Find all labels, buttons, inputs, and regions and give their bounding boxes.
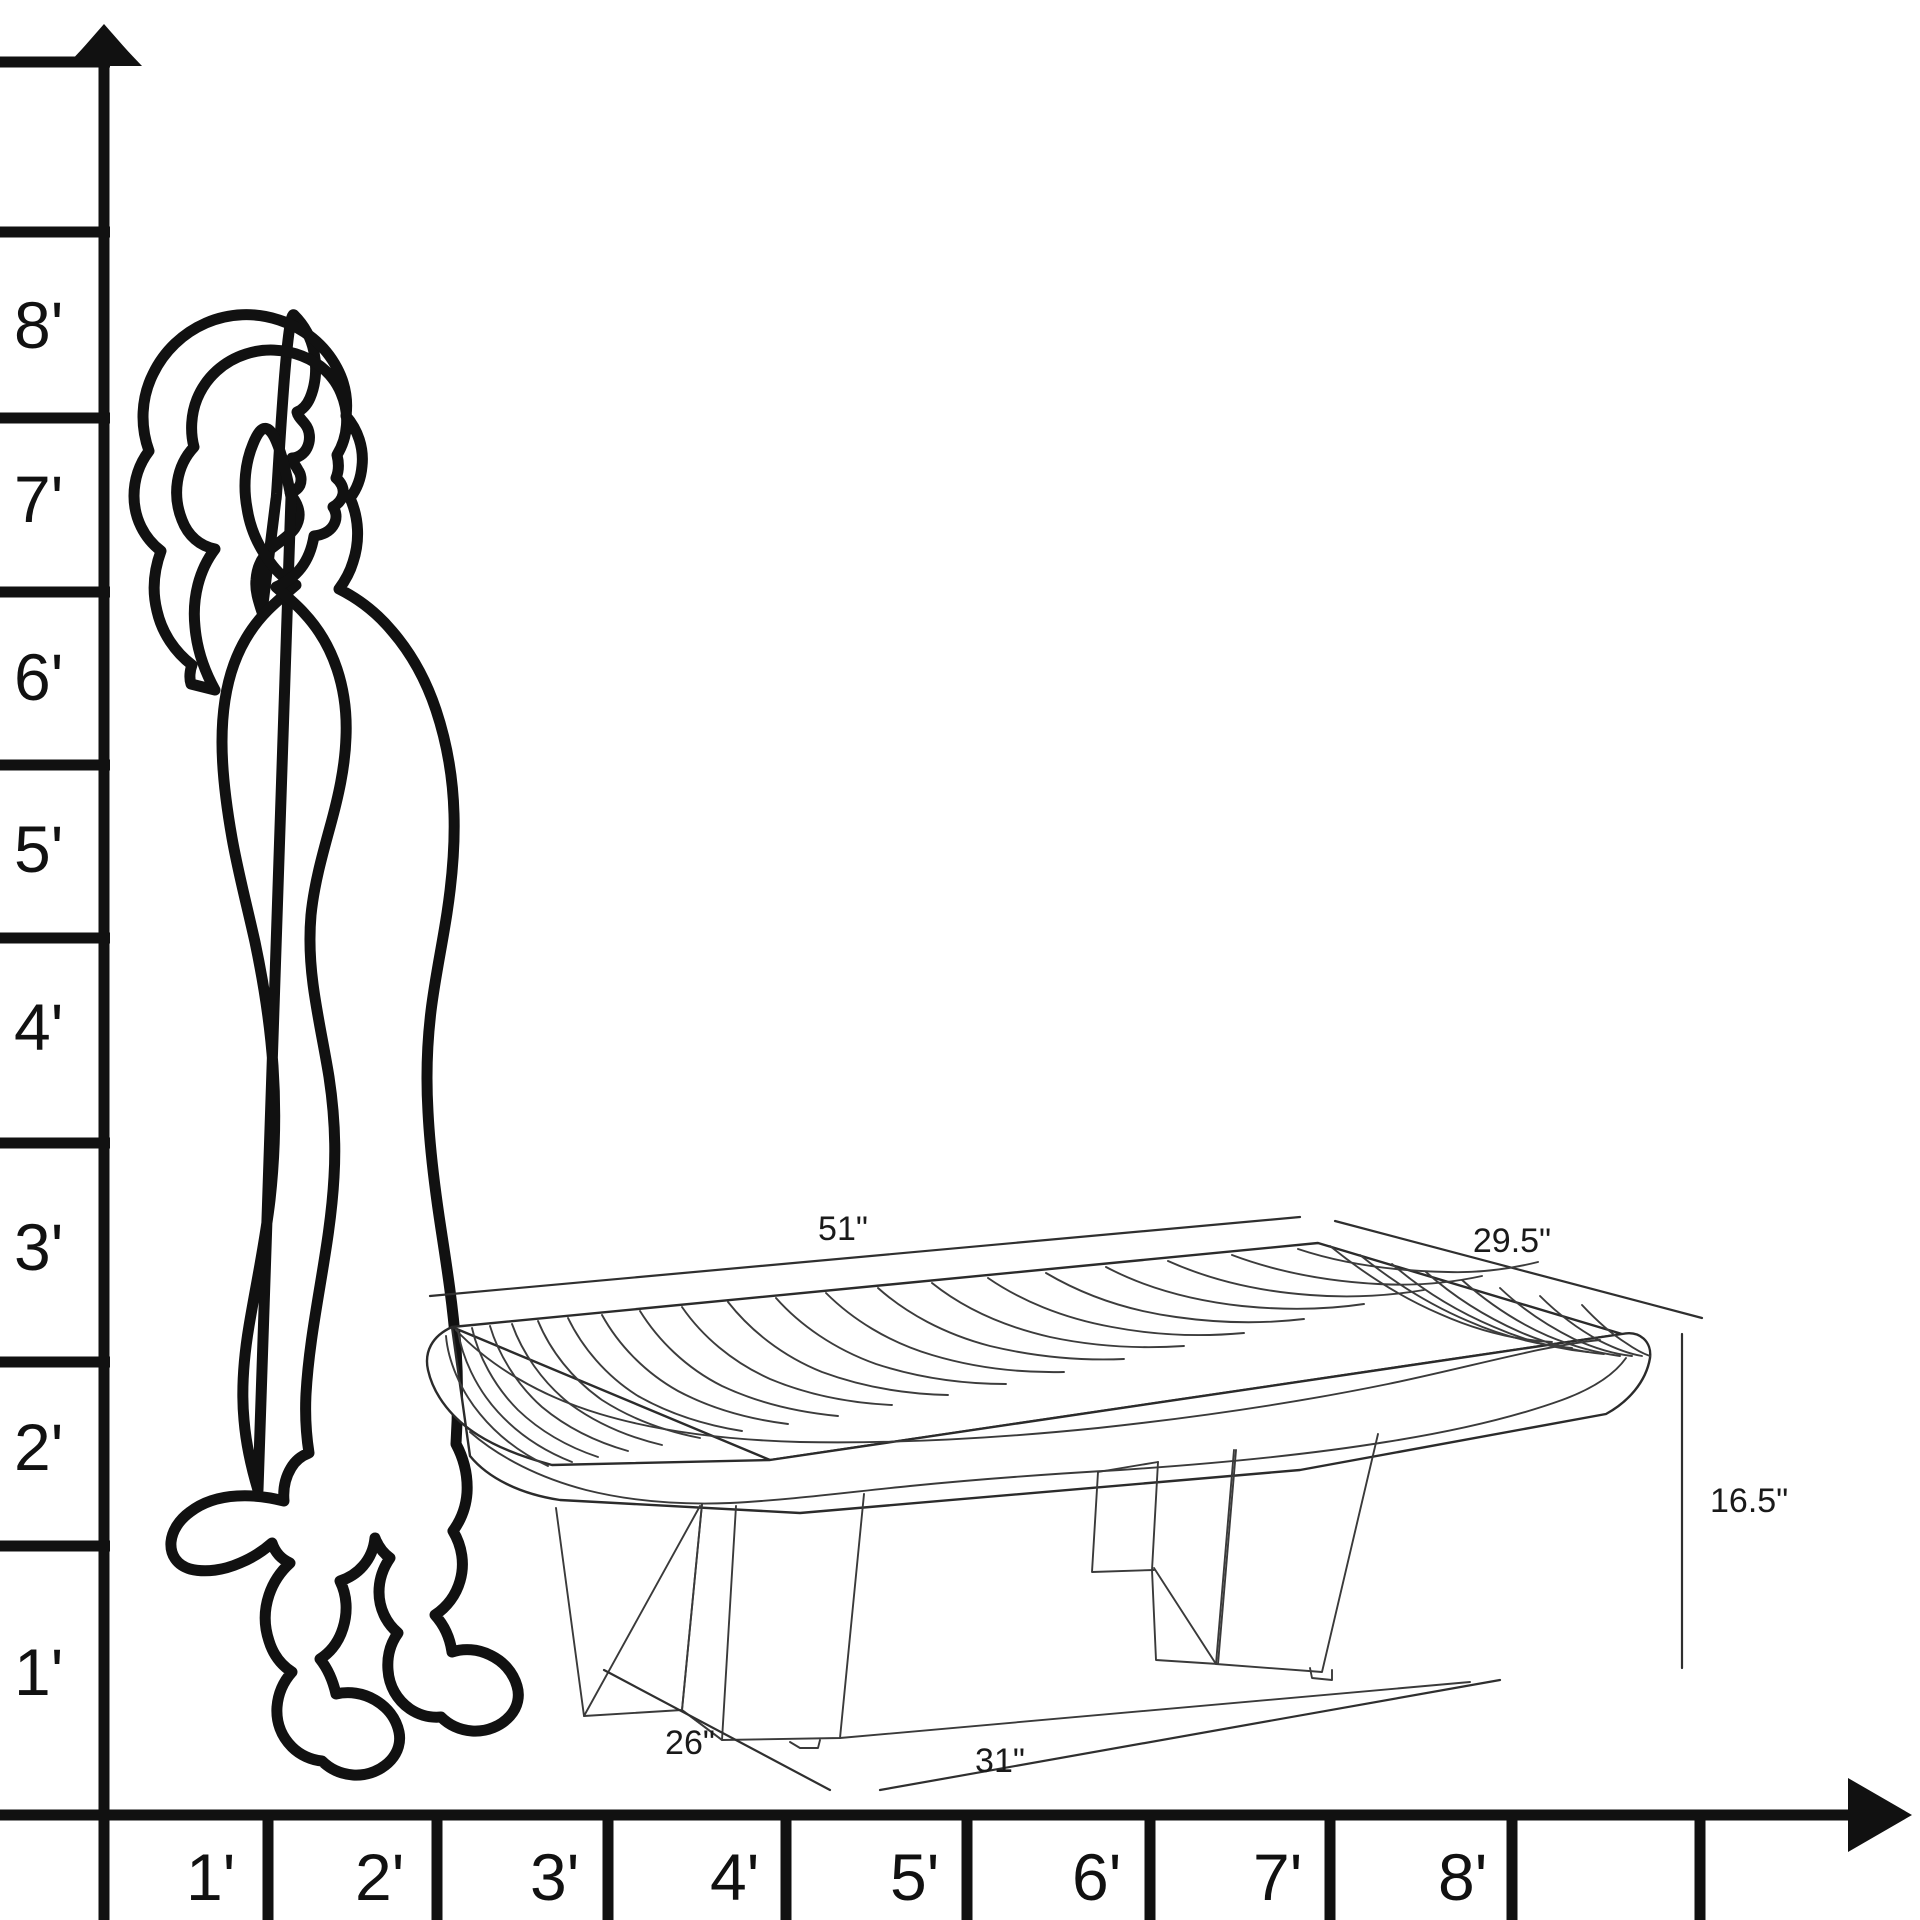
vaxis-label-6: 6' (14, 640, 63, 714)
table-slab-upper-contour (455, 1329, 1601, 1444)
dim-line-base-length-31 (878, 1678, 1502, 1792)
table-slab-bottom-contour (469, 1357, 1627, 1505)
vaxis-label-8: 8' (14, 288, 63, 362)
vaxis-label-2: 2' (14, 1410, 63, 1484)
vertical-axis: 1' 2' 3' 4' 5' 6' 7' 8' (0, 24, 142, 1880)
horizontal-axis-arrow (1848, 1778, 1912, 1852)
vaxis-label-3: 3' (14, 1210, 63, 1284)
dim-line-depth-29 (1333, 1219, 1704, 1320)
haxis-label-8: 8' (1438, 1840, 1487, 1914)
horizontal-axis: 1' 2' 3' 4' 5' 6' 7' 8' (0, 1778, 1912, 1920)
table-slab-edge (425, 1325, 1652, 1515)
haxis-label-3: 3' (530, 1840, 579, 1914)
dim-label-depth: 29.5" (1473, 1222, 1551, 1260)
human-scale-silhouette (216, 309, 322, 1496)
vertical-axis-arrowhead-fill (66, 26, 142, 66)
vaxis-label-4: 4' (14, 990, 63, 1064)
dim-line-length-51 (428, 1215, 1302, 1298)
haxis-label-4: 4' (710, 1840, 759, 1914)
vaxis-label-7: 7' (14, 462, 63, 536)
haxis-label-5: 5' (890, 1840, 939, 1914)
dim-label-base-length: 31" (975, 1742, 1025, 1780)
table-leg-right (1091, 1433, 1379, 1681)
vaxis-label-1: 1' (14, 1635, 63, 1709)
dim-label-height: 16.5" (1710, 1482, 1788, 1520)
table-leg-left (555, 1493, 865, 1749)
coffee-table: 51" 29.5" 16.5" 26" 31" (425, 1210, 1788, 1792)
human-figure-outline (128, 309, 524, 1781)
haxis-label-6: 6' (1072, 1840, 1121, 1914)
haxis-label-7: 7' (1253, 1840, 1302, 1914)
dim-label-base-depth: 26" (665, 1724, 715, 1762)
vaxis-label-5: 5' (14, 812, 63, 886)
table-floor-edge (839, 1681, 1471, 1739)
haxis-label-1: 1' (186, 1840, 235, 1914)
table-wood-grain (445, 1245, 1651, 1467)
dim-label-length: 51" (818, 1210, 868, 1248)
haxis-label-2: 2' (355, 1840, 404, 1914)
dim-line-base-depth-26 (602, 1668, 832, 1792)
